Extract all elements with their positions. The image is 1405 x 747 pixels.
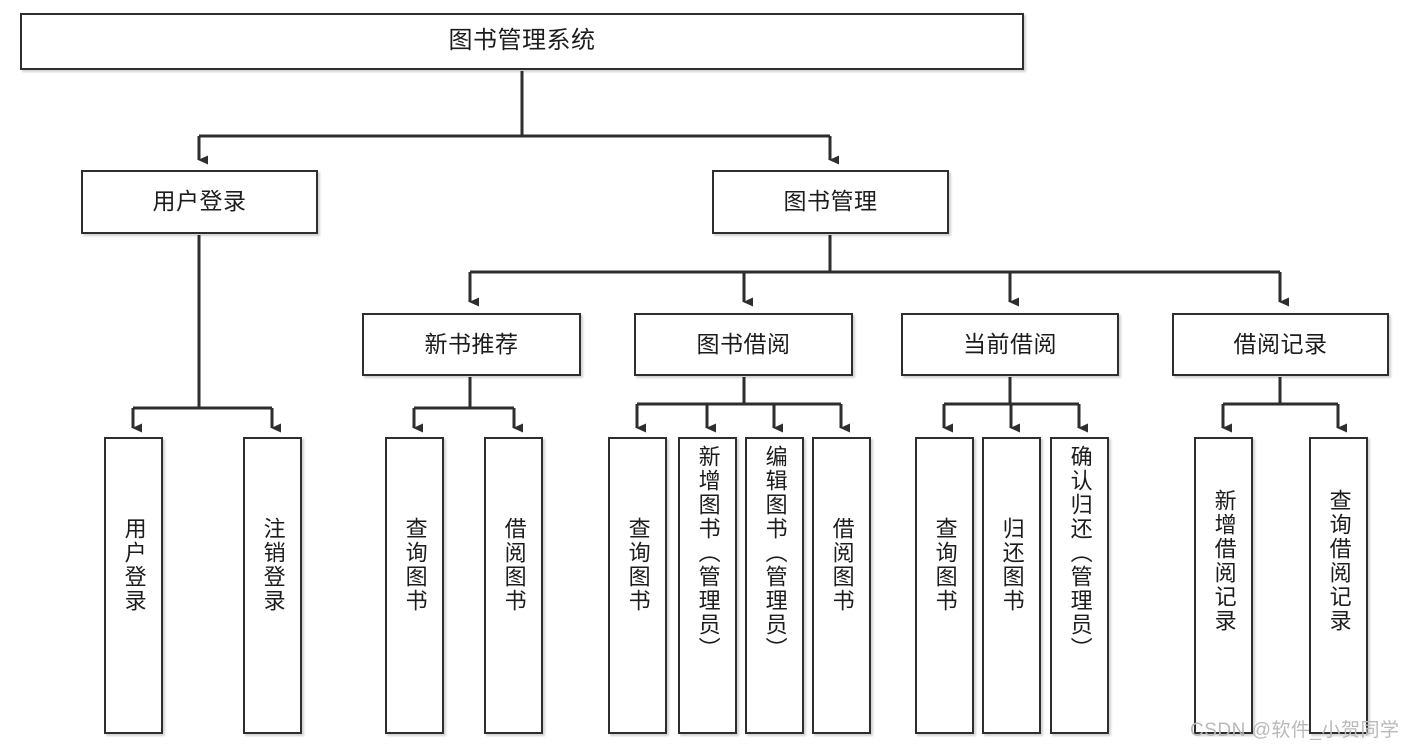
node-label: 当前借阅	[963, 330, 1057, 357]
node-label: 确认归还（管理员）	[1067, 445, 1093, 661]
csdn-watermark: CSDN @软件_小贺同学	[1190, 720, 1400, 741]
node-label: 用户登录	[152, 188, 247, 215]
node-borrow-record[interactable]: 借阅记录	[1172, 313, 1389, 376]
node-label: 编辑图书（管理员）	[762, 445, 788, 661]
node-leaf-borrow-book[interactable]: 借阅图书	[812, 437, 871, 734]
node-leaf-add-borrow-record[interactable]: 新增借阅记录	[1194, 437, 1253, 734]
node-leaf-edit-book-admin[interactable]: 编辑图书（管理员）	[745, 437, 804, 734]
node-root-system[interactable]: 图书管理系统	[20, 13, 1024, 70]
node-leaf-query-book-recommend[interactable]: 查询图书	[385, 437, 444, 734]
node-label: 图书管理	[783, 188, 878, 215]
node-label: 新书推荐	[424, 330, 519, 357]
node-label: 图书借阅	[696, 330, 791, 357]
node-label: 借阅图书	[829, 517, 855, 613]
node-label: 借阅记录	[1233, 330, 1328, 357]
node-leaf-logout-login[interactable]: 注销登录	[243, 437, 302, 734]
node-leaf-query-book-current[interactable]: 查询图书	[915, 437, 974, 734]
node-label: 新增借阅记录	[1211, 489, 1237, 633]
node-leaf-confirm-return-admin[interactable]: 确认归还（管理员）	[1050, 437, 1109, 734]
node-label: 查询图书	[402, 517, 428, 613]
node-label: 查询图书	[932, 517, 958, 613]
node-label: 新增图书（管理员）	[695, 445, 721, 661]
node-book-management[interactable]: 图书管理	[712, 170, 949, 234]
node-label: 归还图书	[999, 517, 1025, 613]
node-label: 用户登录	[121, 517, 147, 613]
node-user-login[interactable]: 用户登录	[81, 170, 318, 234]
node-label: 注销登录	[260, 517, 286, 613]
node-leaf-borrow-book-recommend[interactable]: 借阅图书	[484, 437, 543, 734]
node-leaf-query-borrow-record[interactable]: 查询借阅记录	[1309, 437, 1368, 734]
node-leaf-query-book-borrow[interactable]: 查询图书	[608, 437, 667, 734]
node-label: 图书管理系统	[448, 27, 596, 55]
node-leaf-user-login[interactable]: 用户登录	[104, 437, 163, 734]
node-book-borrow[interactable]: 图书借阅	[634, 313, 853, 376]
node-new-book-recommend[interactable]: 新书推荐	[362, 313, 581, 376]
node-label: 借阅图书	[501, 517, 527, 613]
node-label: 查询借阅记录	[1326, 489, 1352, 633]
node-label: 查询图书	[625, 517, 651, 613]
node-current-borrow[interactable]: 当前借阅	[901, 313, 1119, 376]
node-leaf-add-book-admin[interactable]: 新增图书（管理员）	[678, 437, 737, 734]
node-leaf-return-book[interactable]: 归还图书	[982, 437, 1041, 734]
